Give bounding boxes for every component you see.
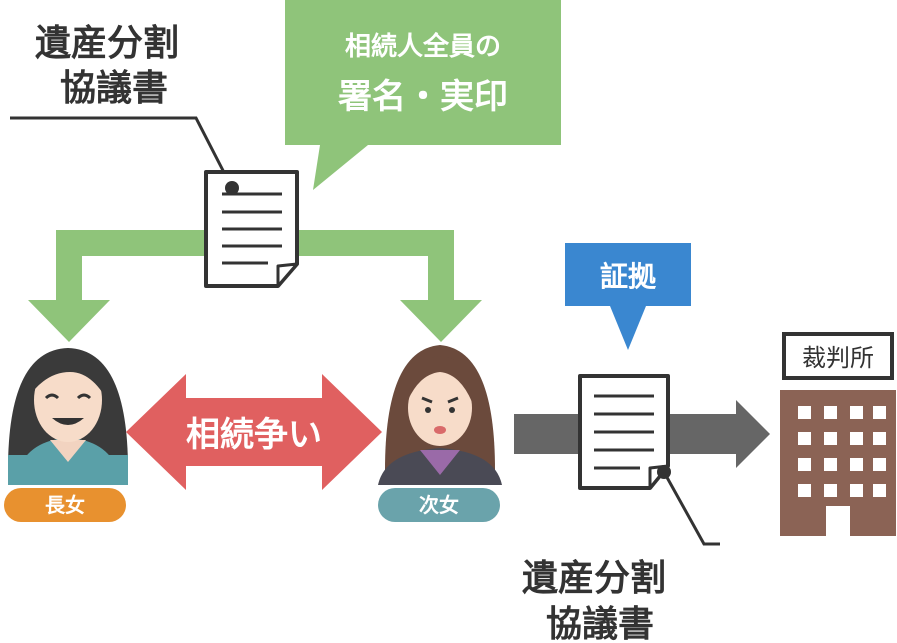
leader-line-top (10, 116, 234, 189)
person-right-label: 次女 (419, 493, 459, 517)
conflict-label: 相続争い (186, 415, 322, 455)
person-left-label: 長女 (45, 493, 85, 517)
person-eldest-daughter (8, 348, 128, 485)
bubble-line2: 署名・実印 (338, 77, 508, 117)
doc-label-top-line2: 協議書 (60, 68, 168, 109)
court-sign-label: 裁判所 (802, 344, 874, 372)
signature-bubble: 相続人全員の 署名・実印 (285, 0, 561, 190)
evidence-label: 証拠 (600, 260, 657, 293)
bubble-line1: 相続人全員の (345, 31, 501, 62)
leader-line-bottom (662, 471, 720, 546)
document-icon-top (204, 170, 299, 288)
doc-label-bottom-line1: 遺産分割 (522, 558, 666, 599)
court-building-icon: 裁判所 (780, 332, 896, 536)
label-badge-right (378, 488, 500, 522)
label-badge-left (4, 488, 126, 522)
leader-dot-bottom (657, 465, 671, 479)
doc-label-bottom-line2: 協議書 (546, 604, 654, 643)
person-second-daughter (378, 345, 502, 485)
leader-dot-top-front (225, 181, 239, 195)
evidence-bubble: 証拠 (565, 243, 691, 350)
conflict-arrow: 相続争い (126, 374, 382, 490)
doc-label-top-line1: 遺産分割 (35, 23, 179, 64)
document-icon-bottom (578, 374, 670, 490)
